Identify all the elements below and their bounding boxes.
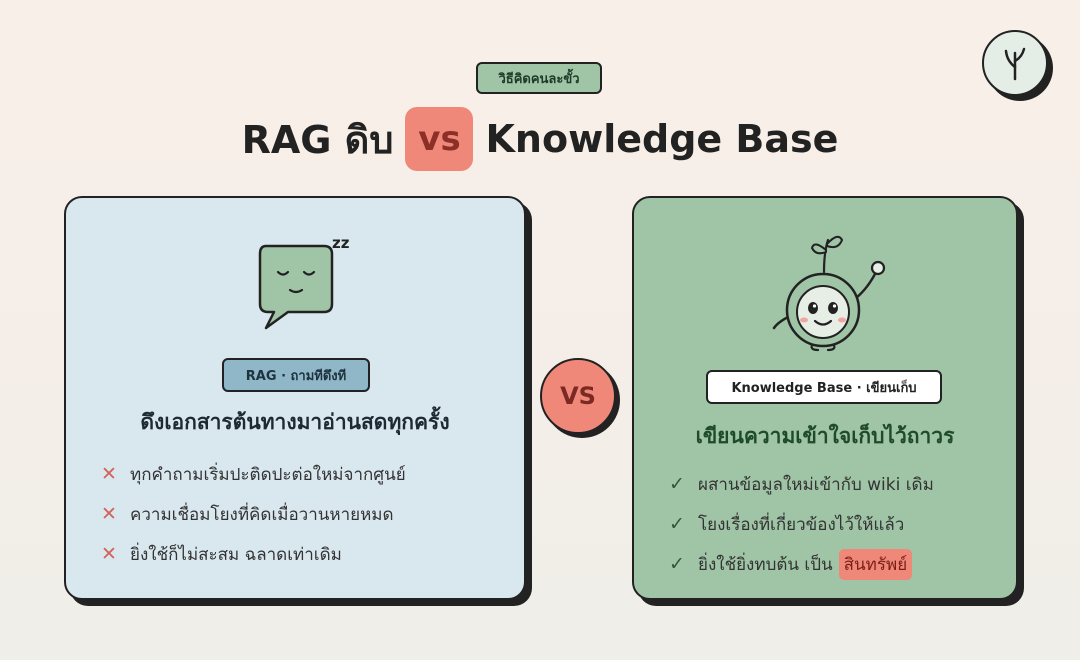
check-icon: ✓ (669, 473, 685, 495)
list-item: ✕ ทุกคำถามเริ่มปะติดปะต่อใหม่จากศูนย์ (96, 454, 406, 494)
sprout-mascot-icon (772, 235, 886, 352)
list-item: ✕ ความเชื่อมโยงที่คิดเมื่อวานหายหมด (96, 494, 406, 534)
rag-label: RAG · ถามทีดึงที (222, 358, 370, 392)
list-item-text: ความเชื่อมโยงที่คิดเมื่อวานหายหมด (130, 504, 394, 525)
knowledge-base-label: Knowledge Base · เขียนเก็บ (706, 370, 942, 404)
cross-icon: ✕ (101, 503, 117, 525)
category-badge: วิธีคิดคนละขั้ว (476, 62, 602, 94)
list-item-text: ผสานข้อมูลใหม่เข้ากับ wiki เดิม (698, 474, 934, 495)
knowledge-base-card: Knowledge Base · เขียนเก็บ เขียนความเข้า… (632, 196, 1018, 600)
check-icon: ✓ (669, 513, 685, 535)
title-left: RAG ดิบ (241, 117, 394, 162)
rag-heading: ดึงเอกสารต้นทางมาอ่านสดทุกครั้ง (140, 410, 450, 434)
list-item: ✓ ยิ่งใช้ยิ่งทบต้น เป็น สินทรัพย์ (664, 544, 934, 584)
rag-card: zz RAG · ถามทีดึงที ดึงเอกสารต้นทางมาอ่า… (64, 196, 526, 600)
list-item-text: ยิ่งใช้ยิ่งทบต้น เป็น (698, 554, 833, 575)
snore-text: zz (332, 234, 350, 252)
knowledge-base-list: ✓ ผสานข้อมูลใหม่เข้ากับ wiki เดิม ✓ โยงเ… (664, 464, 934, 584)
title-vs-chip: vs (405, 107, 474, 171)
check-icon: ✓ (669, 553, 685, 575)
list-item: ✓ ผสานข้อมูลใหม่เข้ากับ wiki เดิม (664, 464, 934, 504)
sleeping-chat-bubble-icon: zz (258, 234, 350, 330)
list-item: ✓ โยงเรื่องที่เกี่ยวข้องไว้ให้แล้ว (664, 504, 934, 544)
asset-highlight: สินทรัพย์ (838, 548, 913, 580)
knowledge-base-heading: เขียนความเข้าใจเก็บไว้ถาวร (695, 424, 955, 448)
list-item: ✕ ยิ่งใช้ก็ไม่สะสม ฉลาดเท่าเดิม (96, 534, 406, 574)
cross-icon: ✕ (101, 463, 117, 485)
page-title: RAG ดิบ vs Knowledge Base (0, 106, 1080, 172)
list-item-text: ทุกคำถามเริ่มปะติดปะต่อใหม่จากศูนย์ (130, 464, 406, 485)
list-item-text: ยิ่งใช้ก็ไม่สะสม ฉลาดเท่าเดิม (130, 544, 342, 565)
title-right: Knowledge Base (485, 117, 839, 161)
sprout-logo-icon (982, 30, 1048, 96)
list-item-text: โยงเรื่องที่เกี่ยวข้องไว้ให้แล้ว (698, 514, 905, 535)
cross-icon: ✕ (101, 543, 117, 565)
rag-list: ✕ ทุกคำถามเริ่มปะติดปะต่อใหม่จากศูนย์ ✕ … (96, 454, 406, 574)
vs-circle: VS (540, 358, 616, 434)
